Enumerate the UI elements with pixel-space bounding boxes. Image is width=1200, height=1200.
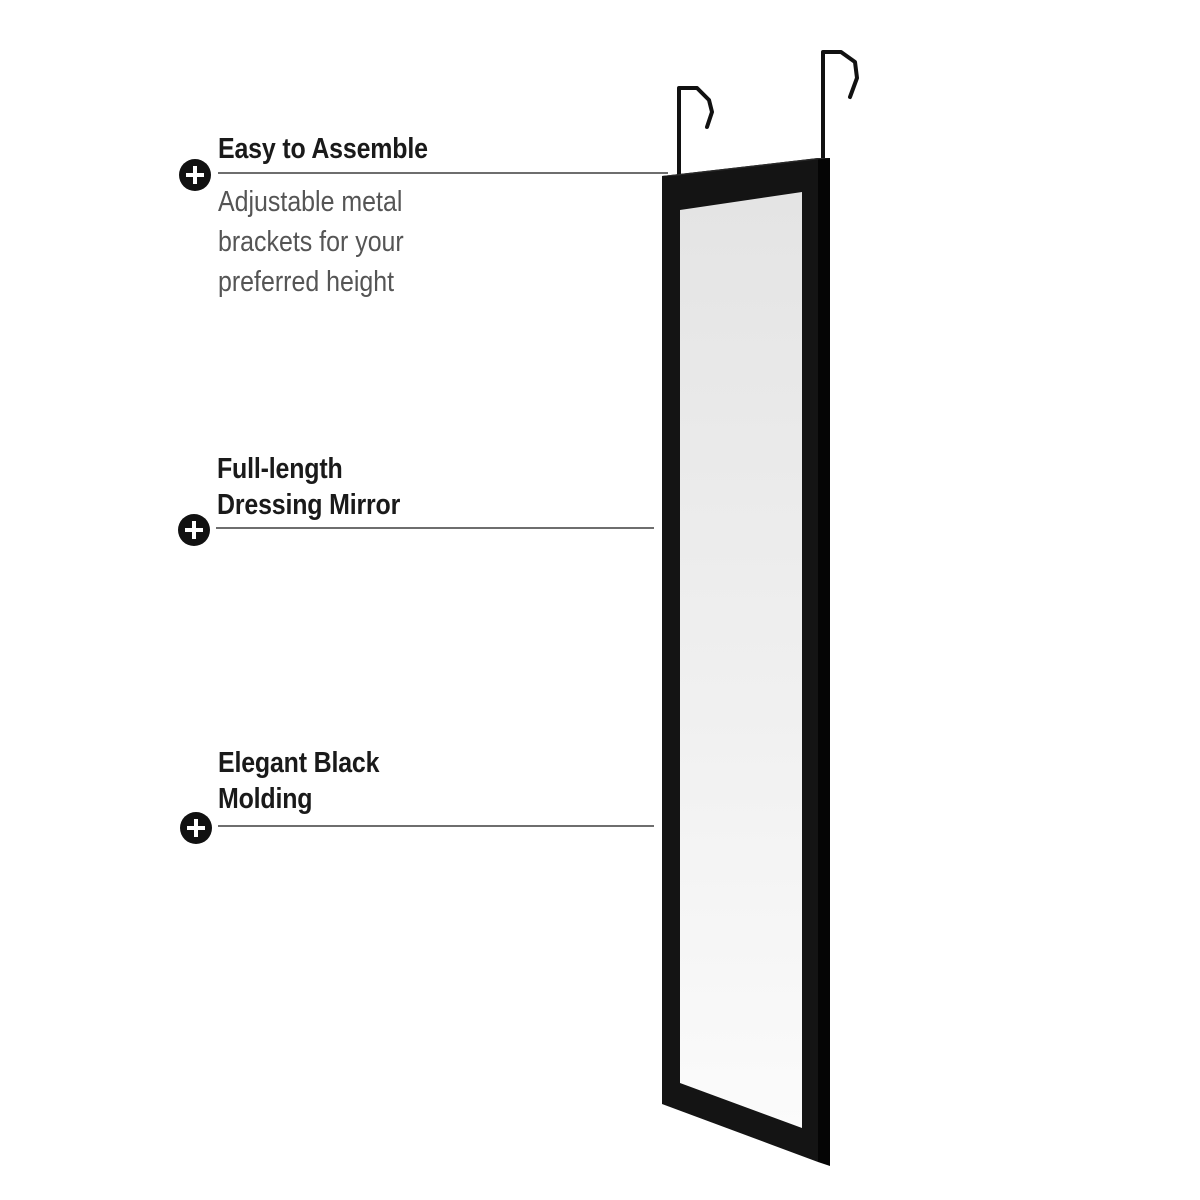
callout-description-line: brackets for your [218, 226, 404, 258]
callout-description-line: preferred height [218, 266, 395, 298]
leader-line [218, 825, 654, 827]
callout-title: Easy to Assemble [218, 131, 428, 167]
callout-description: Adjustable metal brackets for your prefe… [218, 182, 404, 302]
leader-line [216, 527, 654, 529]
frame-side [818, 158, 830, 1166]
frame-top-edge [662, 158, 830, 176]
callout-title-line: Molding [218, 783, 313, 815]
callout-title-line: Easy to Assemble [218, 133, 428, 165]
leader-line [218, 172, 668, 174]
plus-circle-icon [180, 812, 212, 844]
callout-title-line: Dressing Mirror [217, 489, 401, 521]
plus-circle-icon [179, 159, 211, 191]
callout-title-line: Full-length [217, 453, 343, 485]
left-hook-bracket [677, 86, 714, 184]
right-hook-bracket [821, 50, 859, 162]
mirror-glass [680, 192, 802, 1128]
callout-title: Elegant Black Molding [218, 745, 380, 817]
callout-title: Full-length Dressing Mirror [217, 451, 400, 523]
callout-title-line: Elegant Black [218, 747, 380, 779]
plus-circle-icon [178, 514, 210, 546]
callout-description-line: Adjustable metal [218, 186, 403, 218]
